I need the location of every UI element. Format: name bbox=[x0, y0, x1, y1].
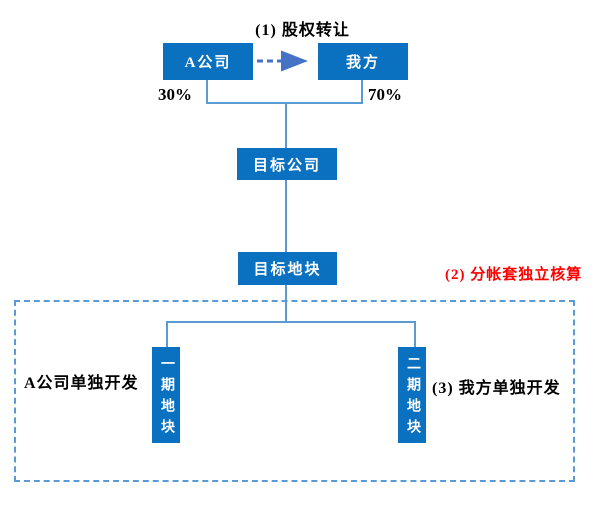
company-a-develop-note: A公司单独开发 bbox=[24, 375, 139, 392]
step2-note: (2) 分帐套独立核算 bbox=[445, 267, 583, 283]
transfer-arrow-icon bbox=[257, 50, 308, 72]
node-target-company: 目标公司 bbox=[237, 148, 337, 180]
connector-phase1-drop bbox=[166, 322, 168, 347]
node-phase2-plot: 二期地块 bbox=[398, 347, 426, 443]
node-our-side: 我方 bbox=[318, 43, 408, 80]
connector-phase2-drop bbox=[414, 322, 416, 347]
connector-our-side-down bbox=[361, 80, 363, 103]
share-label-company-a: 30% bbox=[158, 85, 192, 104]
connector-to-target-company bbox=[285, 103, 287, 148]
connector-company-to-plot bbox=[285, 180, 287, 252]
separate-accounting-region bbox=[14, 300, 575, 482]
connector-company-a-down bbox=[206, 80, 208, 103]
node-phase1-plot: 一期地块 bbox=[152, 347, 180, 443]
connector-plot-down bbox=[285, 285, 287, 323]
our-side-develop-note: (3) 我方单独开发 bbox=[432, 380, 561, 397]
connector-horizontal-bottom bbox=[166, 321, 416, 323]
node-target-plot: 目标地块 bbox=[238, 252, 337, 285]
share-label-our-side: 70% bbox=[368, 85, 402, 104]
step1-title: (1) 股权转让 bbox=[255, 22, 350, 39]
node-company-a: A公司 bbox=[163, 43, 253, 80]
connector-horizontal-top bbox=[206, 102, 363, 104]
